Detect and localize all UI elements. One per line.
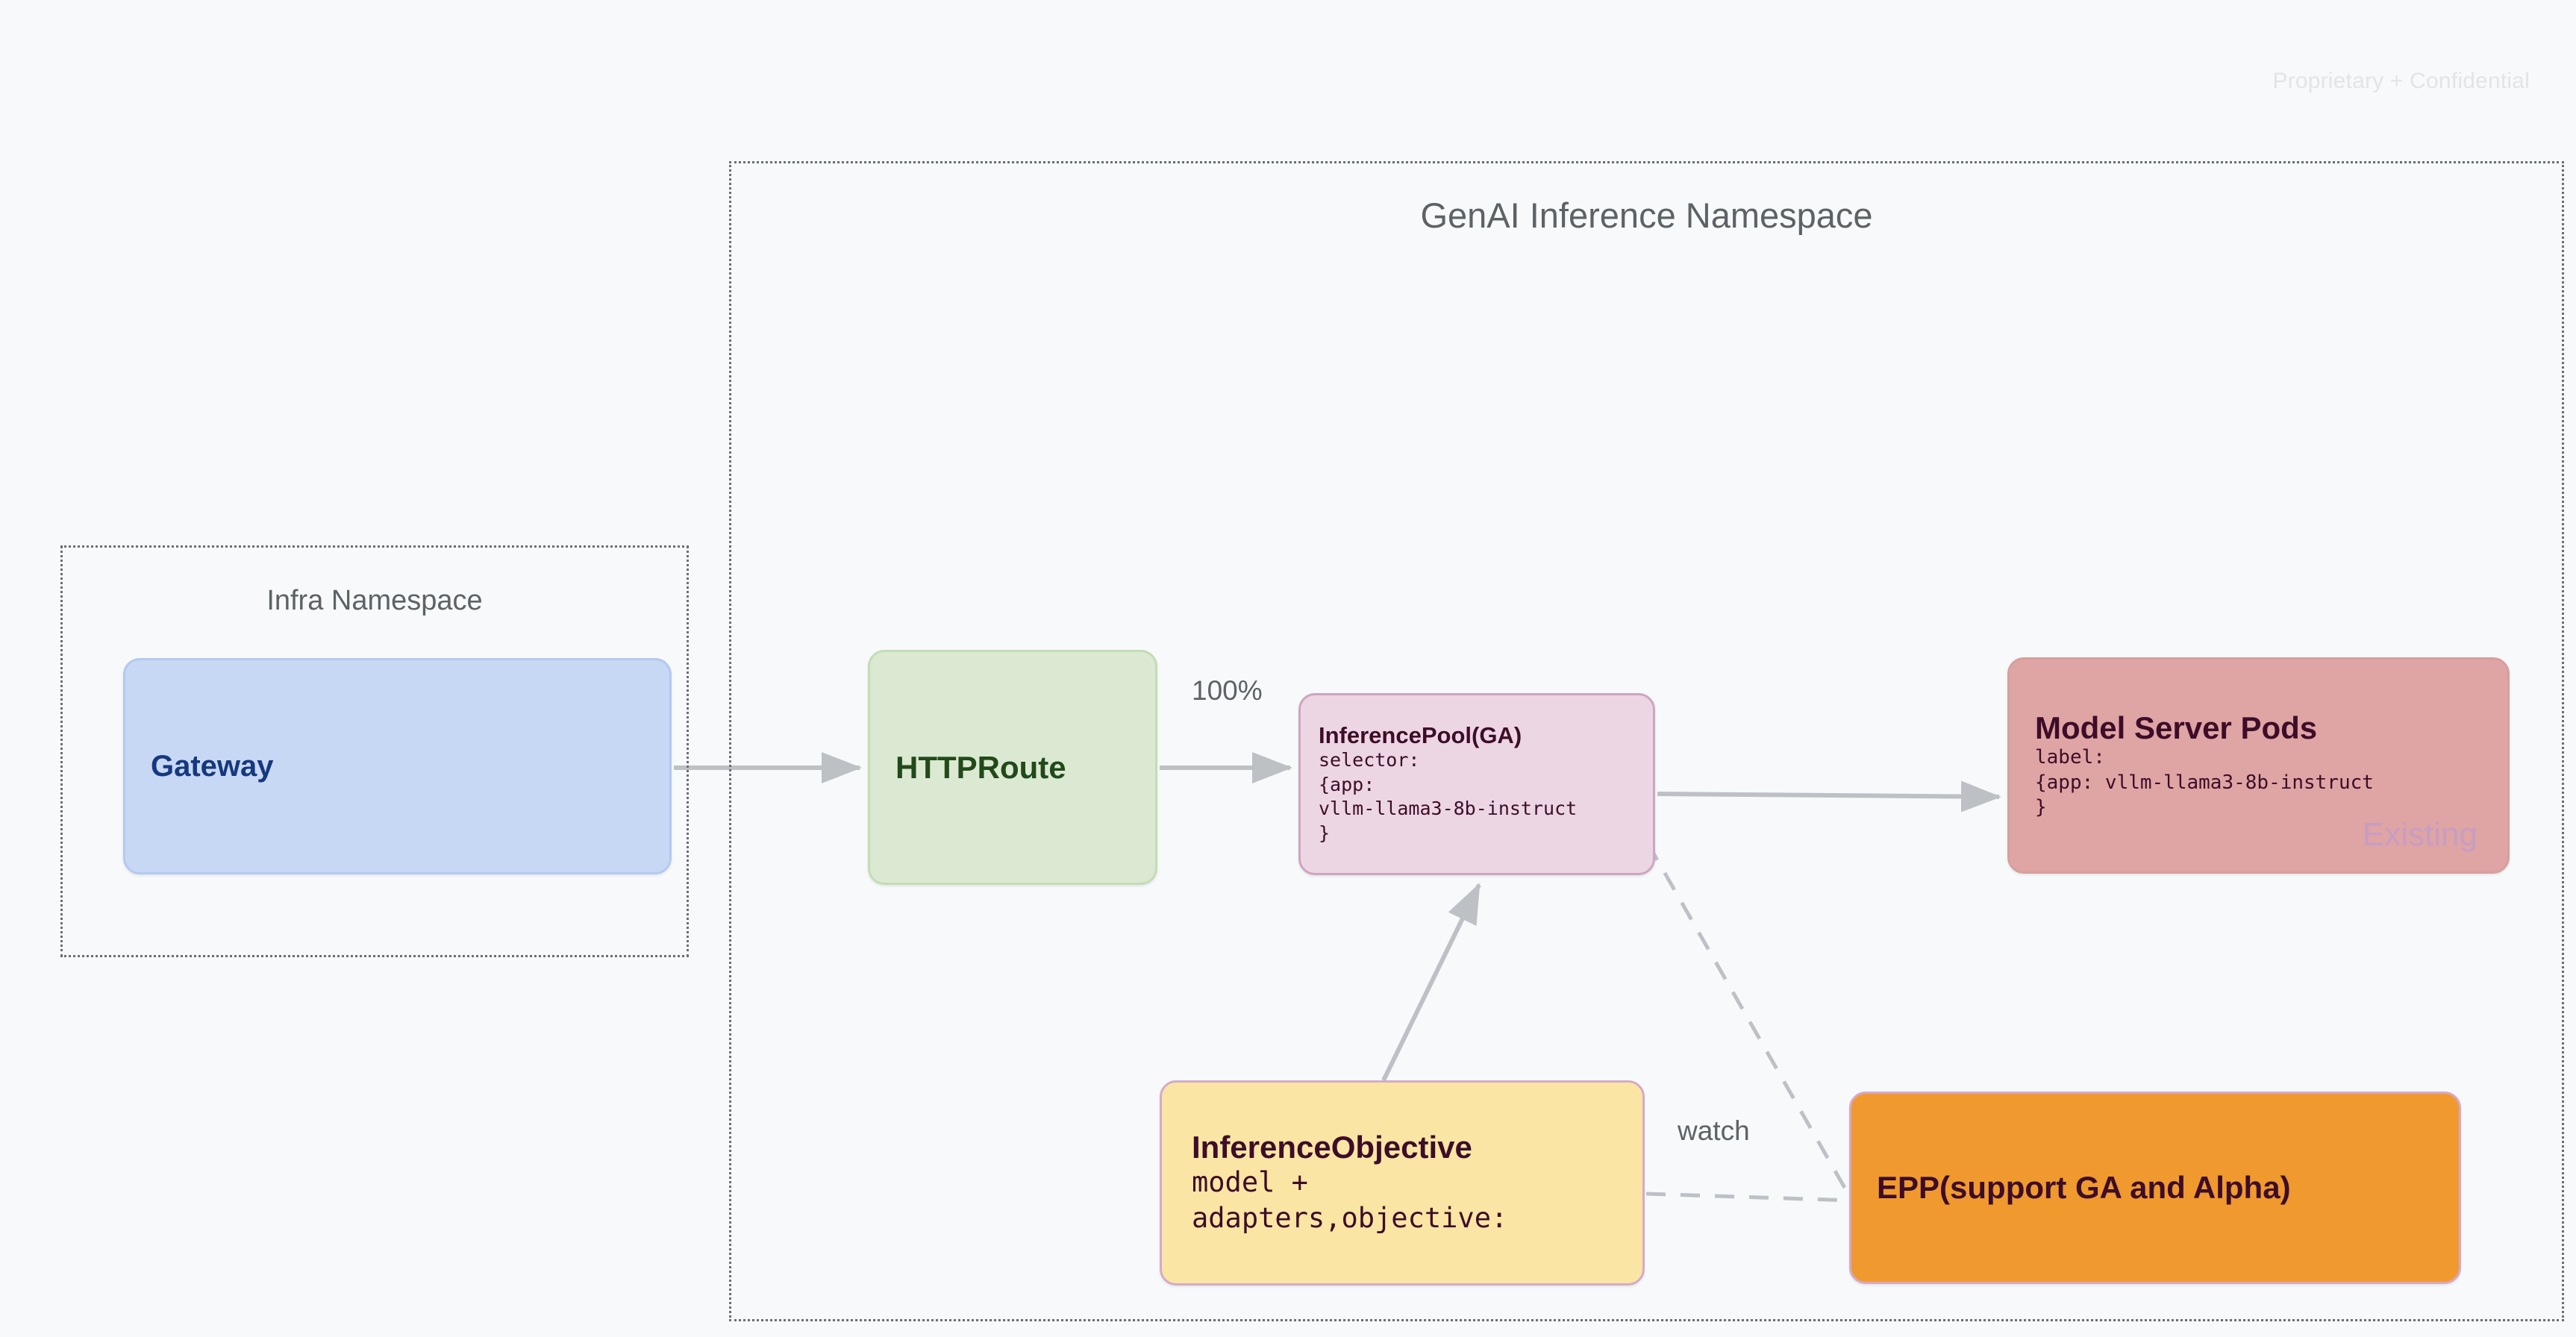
node-model-server-pods-title: Model Server Pods [2035,710,2318,745]
edge-label-watch: watch [1678,1115,1750,1146]
edge-label-traffic-weight: 100% [1192,675,1263,706]
namespace-genai-inference: GenAI Inference Namespace [729,161,2564,1321]
node-inferencepool[interactable]: InferencePool(GA) selector: {app: vllm-l… [1298,693,1655,875]
node-model-server-pods[interactable]: Model Server Pods label: {app: vllm-llam… [2007,657,2510,874]
existing-badge: Existing [2362,816,2477,853]
namespace-genai-title: GenAI Inference Namespace [1420,195,1873,235]
namespace-infra-title: Infra Namespace [266,585,483,616]
node-inference-objective[interactable]: InferenceObjective model + adapters,obje… [1160,1080,1645,1286]
node-inferencepool-title: InferencePool(GA) [1319,721,1522,748]
node-gateway-title: Gateway [151,749,274,783]
node-epp[interactable]: EPP(support GA and Alpha) [1849,1092,2461,1284]
confidential-notice: Proprietary + Confidential [2272,69,2530,93]
node-epp-title: EPP(support GA and Alpha) [1877,1170,2291,1206]
node-inference-objective-detail: model + adapters,objective: [1192,1165,1508,1235]
node-httproute-title: HTTPRoute [895,749,1066,785]
node-model-server-pods-detail: label: {app: vllm-llama3-8b-instruct } [2035,745,2374,819]
node-gateway[interactable]: Gateway [123,658,672,874]
node-httproute[interactable]: HTTPRoute [868,650,1157,885]
node-inference-objective-title: InferenceObjective [1192,1129,1472,1165]
node-inferencepool-detail: selector: {app: vllm-llama3-8b-instruct … [1319,749,1578,844]
namespace-infra: Infra Namespace [60,545,689,957]
